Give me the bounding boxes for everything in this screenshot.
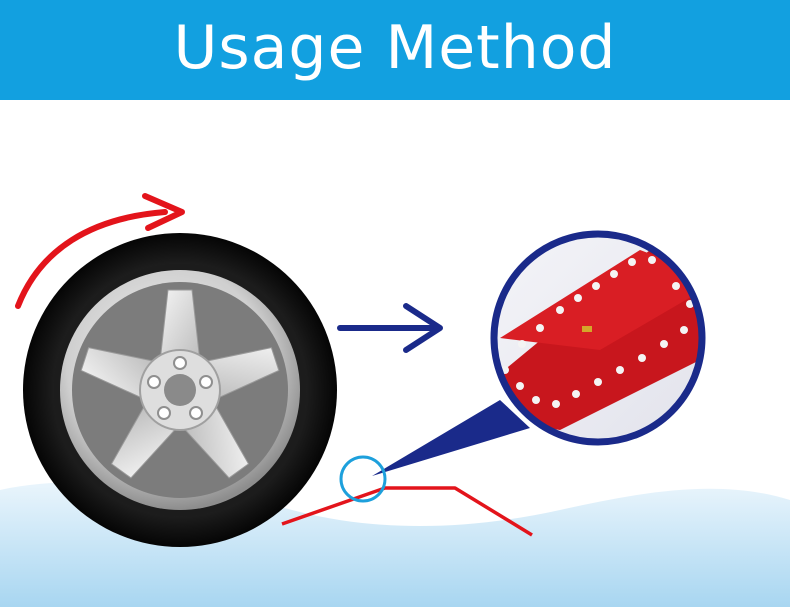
rotation-arrow-icon [15, 193, 185, 309]
header-banner: Usage Method [0, 0, 790, 100]
page-title: Usage Method [173, 13, 617, 83]
zoom-callout [372, 400, 530, 476]
traction-mat-icon [490, 230, 706, 446]
traction-mat-line [281, 486, 533, 537]
usage-illustration [0, 193, 790, 607]
wheel-icon [23, 233, 337, 547]
zoom-circle-icon [339, 455, 387, 503]
direction-arrow-icon [337, 303, 443, 353]
